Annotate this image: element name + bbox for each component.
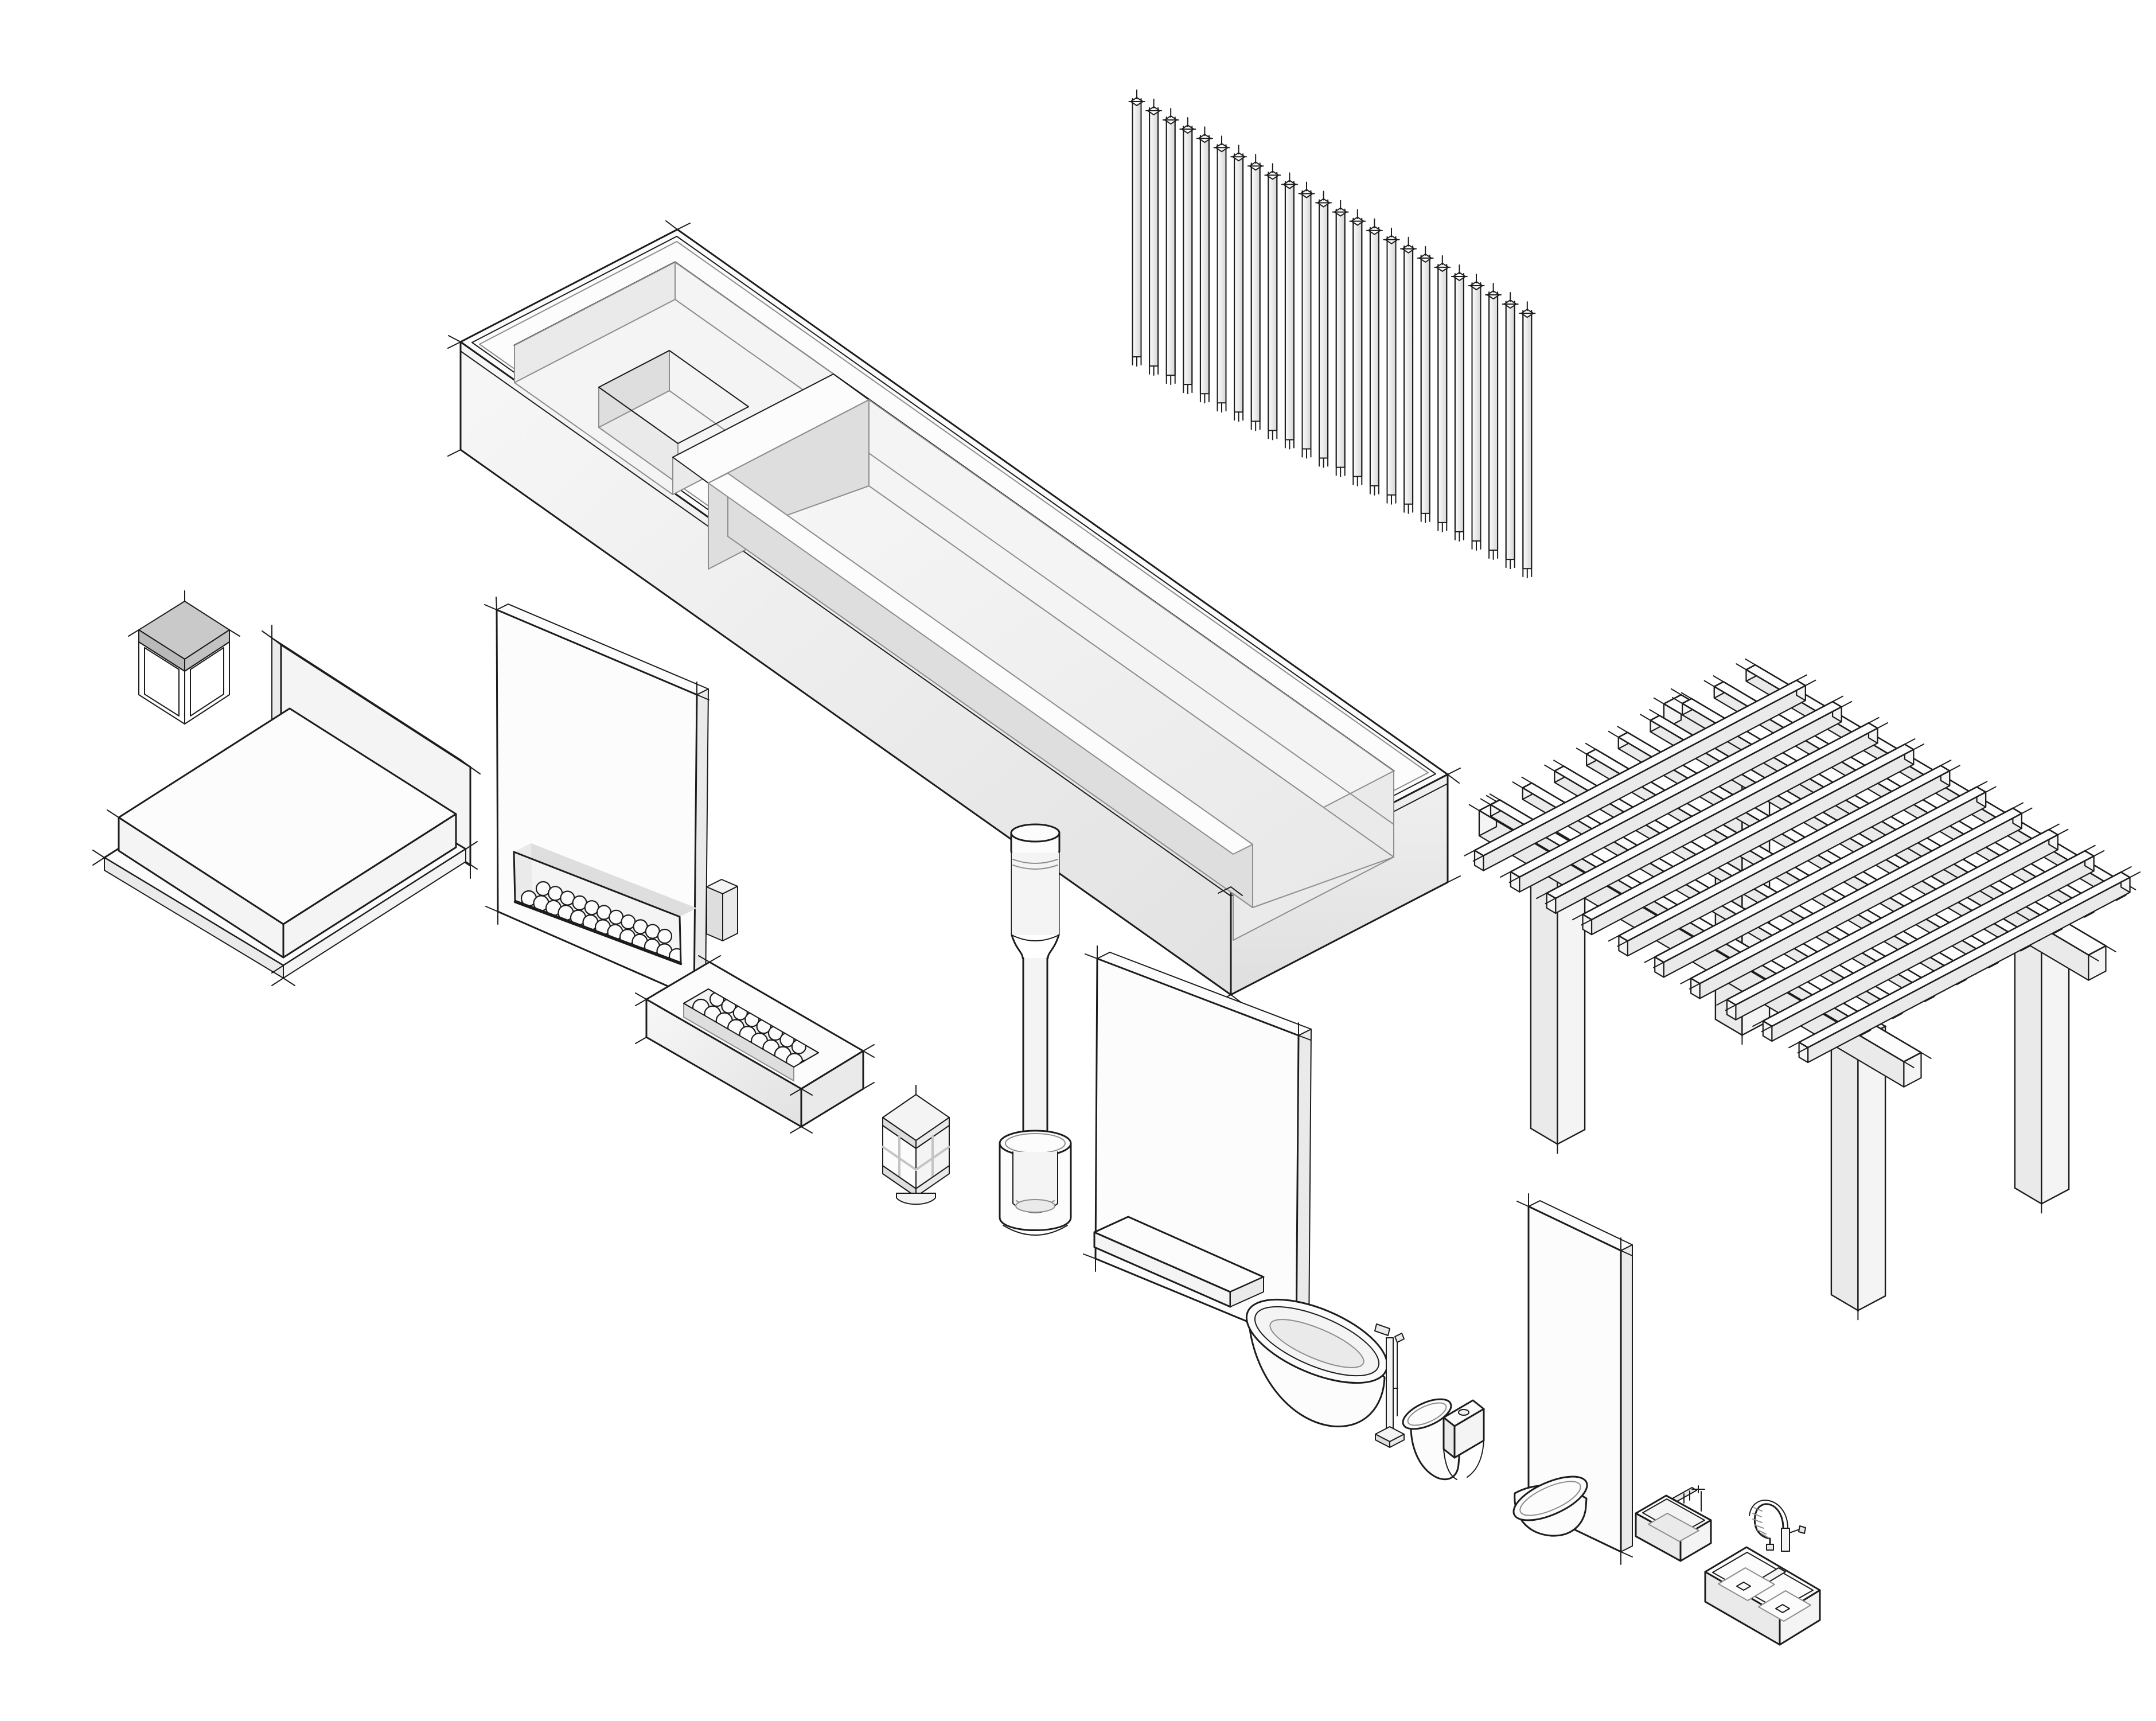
side-table — [128, 590, 240, 725]
bed — [92, 625, 481, 986]
pergola — [1464, 658, 2141, 1321]
wall-toilet-panel — [1512, 1193, 1633, 1565]
fire-pit — [635, 955, 875, 1134]
fireplace-panel — [484, 597, 738, 1011]
kitchen-sink — [1704, 1500, 1821, 1646]
plunge-pool — [447, 220, 1461, 1004]
wood-stove — [999, 823, 1072, 1236]
lantern — [882, 1085, 950, 1205]
slatted-screen — [1128, 89, 1536, 579]
tub-faucet — [1374, 1323, 1405, 1448]
toilet — [1402, 1398, 1485, 1481]
shower-panel — [1083, 945, 1312, 1355]
wall-basin — [1635, 1485, 1712, 1562]
bathtub — [1245, 1298, 1389, 1428]
